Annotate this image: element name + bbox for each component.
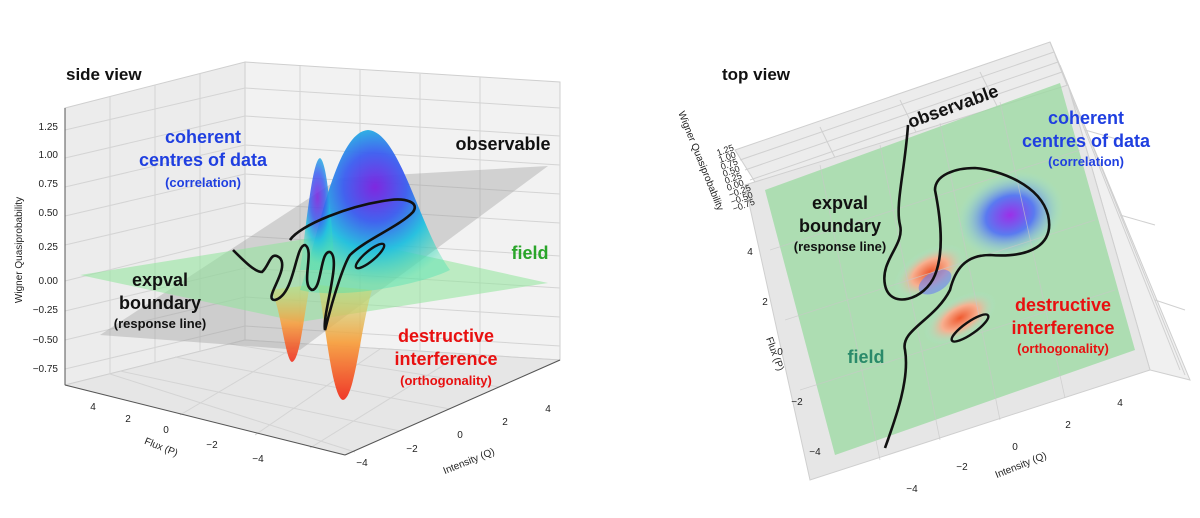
top-intensity-tick: 0 (1012, 442, 1018, 453)
annotation-orthogonality: (orthogonality) (400, 373, 492, 388)
top-intensity-tick: 4 (1117, 398, 1123, 409)
intensity-tick: 2 (502, 417, 508, 428)
top-wall-grid (739, 51, 1186, 376)
flux-axis-line (64, 384, 346, 456)
z-tick: 0.50 (39, 208, 59, 219)
flux-tick: 4 (90, 402, 96, 413)
top-peak-blob (956, 171, 1064, 259)
top-view-title: top view (722, 65, 791, 84)
intensity-tick: −4 (356, 458, 368, 469)
z-tick: 0.25 (39, 242, 59, 253)
top-annotation-destructive: destructive (1015, 295, 1111, 315)
intensity-axis-line (344, 359, 561, 456)
top-annotation-orthogonality: (orthogonality) (1017, 341, 1109, 356)
annotation-correlation: (correlation) (165, 175, 241, 190)
annotation-centres-of-data: centres of data (139, 150, 268, 170)
intensity-tick-labels: −4 −2 0 2 4 (356, 404, 551, 469)
z-tick: −0.75 (33, 364, 59, 375)
top-annotation-field: field (847, 347, 884, 367)
top-intensity-tick: −4 (906, 484, 918, 495)
annotation-coherent: coherent (165, 127, 241, 147)
intensity-tick: 0 (457, 430, 463, 441)
peak-main (300, 130, 450, 294)
top-red-blob-upper (893, 244, 967, 300)
top-annotation-boundary: boundary (799, 216, 881, 236)
z-axis-label: Wigner Quasiprobability (14, 197, 25, 303)
top-flux-tick: −4 (809, 447, 821, 458)
flux-axis-label: Flux (P) (143, 436, 180, 459)
top-expval-boundary-curve (883, 124, 1051, 449)
top-intensity-axis-label: Intensity (Q) (994, 450, 1049, 481)
annotation-field: field (511, 243, 548, 263)
dip-left (270, 285, 310, 362)
top-view-panel: 1.25 1.00 0.75 0.50 0.25 0.00 −0.25 −0.5… (675, 41, 1191, 495)
annotation-interference: interference (394, 349, 497, 369)
annotation-boundary: boundary (119, 293, 201, 313)
intensity-tick: −2 (406, 444, 418, 455)
annotation-response-line: (response line) (114, 316, 206, 331)
annotation-expval: expval (132, 270, 188, 290)
top-flux-tick: 2 (762, 297, 768, 308)
expval-boundary-curve (232, 198, 416, 331)
side-view-panel: 1.25 1.00 0.75 0.50 0.25 0.00 −0.25 −0.5… (14, 61, 561, 477)
z-tick: 0.00 (39, 276, 59, 287)
flux-tick: −2 (206, 440, 218, 451)
z-tick: −0.50 (33, 335, 59, 346)
top-intensity-tick: −2 (956, 462, 968, 473)
expval-boundary-loop (354, 242, 386, 270)
top-flux-tick: −2 (791, 397, 803, 408)
top-intensity-tick-labels: −4 −2 0 2 4 (906, 398, 1123, 495)
flux-tick-labels: 4 2 0 −2 −4 (90, 402, 264, 465)
intensity-tick: 4 (545, 404, 551, 415)
z-tick: 1.25 (39, 122, 59, 133)
top-flux-tick-labels: 4 2 0 −2 −4 (747, 247, 821, 458)
side-view-title: side view (66, 65, 142, 84)
flux-tick: −4 (252, 454, 264, 465)
z-tick: −0.25 (33, 305, 59, 316)
top-red-blob-lower (923, 291, 997, 345)
z-tick: 0.75 (39, 179, 59, 190)
flux-tick: 0 (163, 425, 169, 436)
top-flux-tick: 4 (747, 247, 753, 258)
top-intensity-tick: 2 (1065, 420, 1071, 431)
peak-small (300, 158, 335, 270)
top-annotation-coherent: coherent (1048, 108, 1124, 128)
dip-main (318, 285, 372, 400)
flux-tick: 2 (125, 414, 131, 425)
intensity-axis-label: Intensity (Q) (442, 446, 497, 477)
top-annotation-correlation: (correlation) (1048, 154, 1124, 169)
z-tick-labels: 1.25 1.00 0.75 0.50 0.25 0.00 −0.25 −0.5… (33, 122, 59, 375)
top-annotation-interference: interference (1011, 318, 1114, 338)
annotation-observable: observable (455, 134, 550, 154)
annotation-destructive: destructive (398, 326, 494, 346)
top-annotation-response-line: (response line) (794, 239, 886, 254)
top-z-axis-label: Wigner Quasiprobability (675, 110, 725, 213)
top-annotation-centres-of-data: centres of data (1022, 131, 1151, 151)
z-tick: 1.00 (39, 150, 59, 161)
top-expval-boundary-loop (950, 313, 990, 343)
top-flux-tick: 0 (777, 347, 783, 358)
top-annotation-expval: expval (812, 193, 868, 213)
top-z-tick-labels: 1.25 1.00 0.75 0.50 0.25 0.00 −0.25 −0.5… (715, 142, 756, 213)
